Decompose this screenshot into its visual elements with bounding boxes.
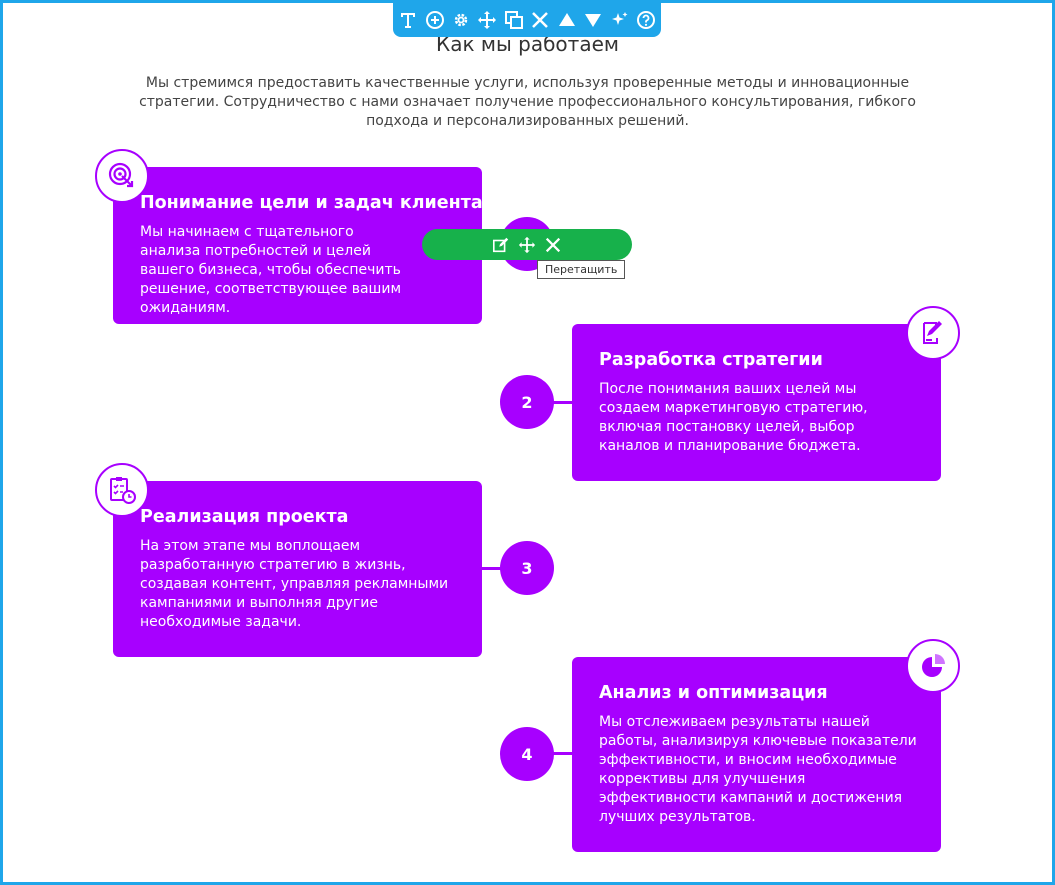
step-card-4[interactable]: Анализ и оптимизация Мы отслеживаем резу… [572,657,941,852]
step-connector [552,401,574,404]
close-icon[interactable] [529,9,551,31]
step-title: Анализ и оптимизация [599,683,828,703]
magic-icon[interactable] [608,9,630,31]
duplicate-icon[interactable] [503,9,525,31]
close-icon[interactable] [543,235,563,255]
help-icon[interactable] [635,9,657,31]
step-card-3[interactable]: Реализация проекта На этом этапе мы вопл… [113,481,482,657]
step-text: Мы отслеживаем результаты нашей работы, … [599,714,917,825]
step-text: После понимания ваших целей мы создаем м… [599,381,868,454]
move-icon[interactable] [517,235,537,255]
editor-toolbar [393,3,661,37]
section-description: Мы стремимся предоставить качественные у… [139,75,916,129]
step-title: Реализация проекта [140,507,349,527]
step-connector [552,752,574,755]
arrow-down-icon[interactable] [582,9,604,31]
pie-chart-icon [906,639,960,693]
edit-document-icon [906,306,960,360]
drag-tooltip: Перетащить [537,260,626,279]
step-number-4: 4 [500,727,554,781]
step-card-1[interactable]: Понимание цели и задач клиента Мы начина… [113,167,483,324]
edit-icon[interactable] [491,235,511,255]
step-text: На этом этапе мы воплощаем разработанную… [140,538,449,630]
move-icon[interactable] [476,9,498,31]
step-number-2: 2 [500,375,554,429]
step-connector [482,567,502,570]
checklist-clock-icon [95,463,149,517]
step-card-2[interactable]: Разработка стратегии После понимания ваш… [572,324,941,481]
add-circle-icon[interactable] [424,9,446,31]
element-edit-bar [422,229,632,260]
step-text: Мы начинаем с тщательного анализа потреб… [140,224,402,316]
step-number-3: 3 [500,541,554,595]
step-title: Разработка стратегии [599,350,823,370]
arrow-up-icon[interactable] [556,9,578,31]
text-icon[interactable] [397,9,419,31]
step-title: Понимание цели и задач клиента [140,193,483,213]
target-icon [95,149,149,203]
gear-icon[interactable] [450,9,472,31]
